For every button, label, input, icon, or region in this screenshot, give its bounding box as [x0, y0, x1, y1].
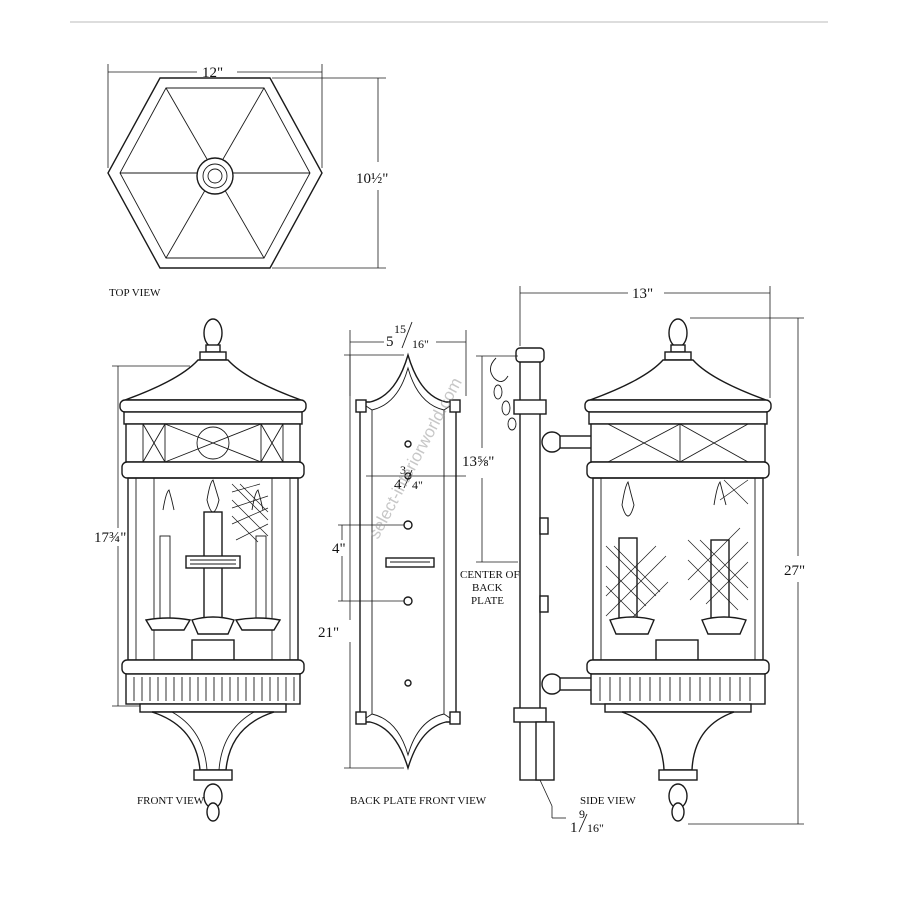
front-view-label: FRONT VIEW [137, 795, 205, 807]
hole-spacing-num: 3 [400, 463, 406, 477]
plate-thickness-den: 16" [587, 821, 604, 835]
back-plate-view-label: BACK PLATE FRONT VIEW [350, 795, 487, 807]
back-plate-view: 5 15 16" 3 4 4" 4" 21" BACK PLATE FRONT … [318, 321, 487, 807]
front-height-label: 17¾" [94, 530, 126, 546]
center-label-line1: CENTER OF [460, 569, 520, 581]
front-view: 17¾" FRONT VIEW [94, 318, 307, 822]
top-view: 12" 10½" TOP VIEW [107, 64, 388, 299]
plate-width-den: 16" [412, 337, 429, 351]
top-width-label: 12" [202, 65, 223, 81]
center-height-label: 13⅝" [462, 454, 494, 470]
hole-spacing-whole: 4 [394, 477, 402, 493]
side-view-label: SIDE VIEW [580, 795, 636, 807]
overall-height-label: 27" [784, 563, 805, 579]
top-view-label: TOP VIEW [109, 287, 161, 299]
watermark-logo: select-interiorworld.com [365, 374, 466, 541]
center-label-line2: BACK [472, 582, 503, 594]
side-view: 13" 27" 13⅝" CENTER OF BACK PLATE 9 1 16… [460, 286, 805, 836]
top-depth-label: 10½" [356, 171, 388, 187]
plate-thickness-whole: 1 [570, 820, 578, 836]
plate-height-label: 21" [318, 625, 339, 641]
hole-spacing-small: 4" [332, 541, 346, 557]
hole-spacing-den: 4" [412, 478, 423, 492]
plate-width-num: 15 [394, 322, 406, 336]
plate-thickness-num: 9 [579, 807, 585, 821]
side-extension-label: 13" [632, 286, 653, 302]
center-label-line3: PLATE [471, 595, 504, 607]
plate-width-whole: 5 [386, 334, 394, 350]
